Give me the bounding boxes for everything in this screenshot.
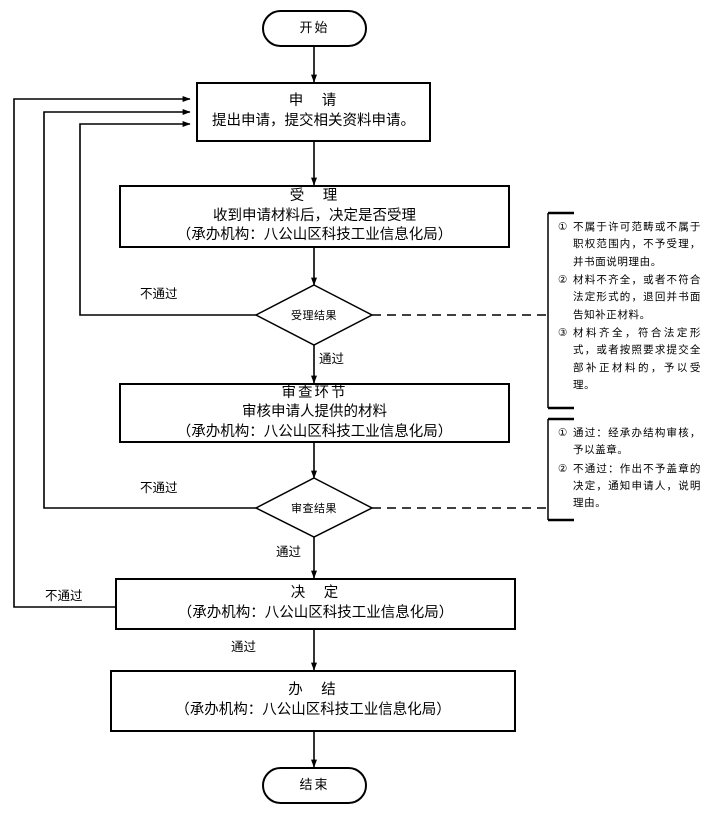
note-review: ① 通过：经承办结构审核，予以盖章。 ② 不通过：作出不予盖章的决定，通知申请人…	[558, 425, 701, 514]
edge-label-accept-fail: 不通过	[139, 286, 179, 301]
decision-accept[interactable]: 受理结果	[256, 285, 372, 345]
node-finish-title: 办 结	[288, 682, 338, 699]
note-review-item: ② 不通过：作出不予盖章的决定，通知申请人，说明理由。	[558, 461, 701, 513]
node-decide[interactable]: 决 定 （承办机构：八公山区科技工业信息化局）	[115, 578, 516, 630]
node-end[interactable]: 结束	[262, 767, 367, 804]
decision-review-label: 审查结果	[291, 501, 337, 515]
node-review-title: 审查环节	[281, 384, 348, 401]
note-text: 不通过：作出不予盖章的决定，通知申请人，说明理由。	[573, 462, 701, 510]
edge-label-review-fail: 不通过	[139, 480, 179, 495]
edge-label-accept-pass: 通过	[318, 351, 346, 366]
node-apply-title: 申 请	[288, 93, 339, 110]
node-review[interactable]: 审查环节 审核申请人提供的材料 （承办机构：八公山区科技工业信息化局）	[119, 383, 510, 443]
note-marker: ②	[558, 462, 568, 475]
node-accept-title: 受 理	[289, 188, 340, 205]
node-apply[interactable]: 申 请 提出申请，提交相关资料申请。	[196, 82, 431, 142]
note-accept: ① 不属于许可范畴或不属于职权范围内，不予受理，并书面说明理由。 ② 材料不齐全…	[558, 219, 701, 395]
note-marker: ③	[558, 326, 568, 339]
edge-label-decide-fail: 不通过	[44, 588, 84, 603]
node-finish-line2: （承办机构：八公山区科技工业信息化局）	[175, 702, 451, 718]
node-accept-line2: 收到申请材料后，决定是否受理	[213, 207, 416, 224]
note-text: 通过：经承办结构审核，予以盖章。	[573, 427, 701, 457]
note-accept-item: ③ 材料齐全，符合法定形式，或者按照要求提交全部补正材料的，予以受理。	[558, 325, 701, 394]
edge-label-decide-pass: 通过	[230, 639, 258, 654]
note-accept-item: ① 不属于许可范畴或不属于职权范围内，不予受理，并书面说明理由。	[558, 219, 701, 271]
decision-review[interactable]: 审查结果	[256, 478, 372, 537]
node-accept-line3: （承办机构：八公山区科技工业信息化局）	[176, 227, 453, 244]
note-accept-item: ② 材料不齐全，或者不符合法定形式的，退回并书面告知补正材料。	[558, 272, 701, 324]
note-text: 材料齐全，符合法定形式，或者按照要求提交全部补正材料的，予以受理。	[573, 326, 701, 391]
edge-label-review-pass: 通过	[275, 544, 303, 559]
note-marker: ①	[558, 427, 568, 439]
node-review-line2: 审核申请人提供的材料	[242, 404, 387, 421]
node-decide-line2: （承办机构：八公山区科技工业信息化局）	[177, 605, 454, 621]
node-accept[interactable]: 受 理 收到申请材料后，决定是否受理 （承办机构：八公山区科技工业信息化局）	[119, 185, 510, 248]
note-review-item: ① 通过：经承办结构审核，予以盖章。	[558, 425, 701, 460]
edge-decide-fail-loop	[13, 96, 191, 608]
note-text: 材料不齐全，或者不符合法定形式的，退回并书面告知补正材料。	[573, 273, 701, 321]
edge-review-fail-loop	[43, 109, 256, 509]
node-finish[interactable]: 办 结 （承办机构：八公山区科技工业信息化局）	[110, 670, 516, 732]
decision-accept-label: 受理结果	[291, 309, 337, 322]
node-start-label: 开始	[299, 20, 330, 36]
node-end-label: 结束	[299, 777, 330, 793]
note-text: 不属于许可范畴或不属于职权范围内，不予受理，并书面说明理由。	[573, 221, 701, 268]
note-marker: ②	[558, 273, 568, 286]
note-marker: ①	[558, 221, 568, 233]
node-start[interactable]: 开始	[262, 10, 367, 47]
node-review-line3: （承办机构：八公山区科技工业信息化局）	[176, 423, 453, 440]
node-decide-title: 决 定	[290, 585, 341, 602]
node-apply-subtitle: 提出申请，提交相关资料申请。	[212, 113, 415, 129]
